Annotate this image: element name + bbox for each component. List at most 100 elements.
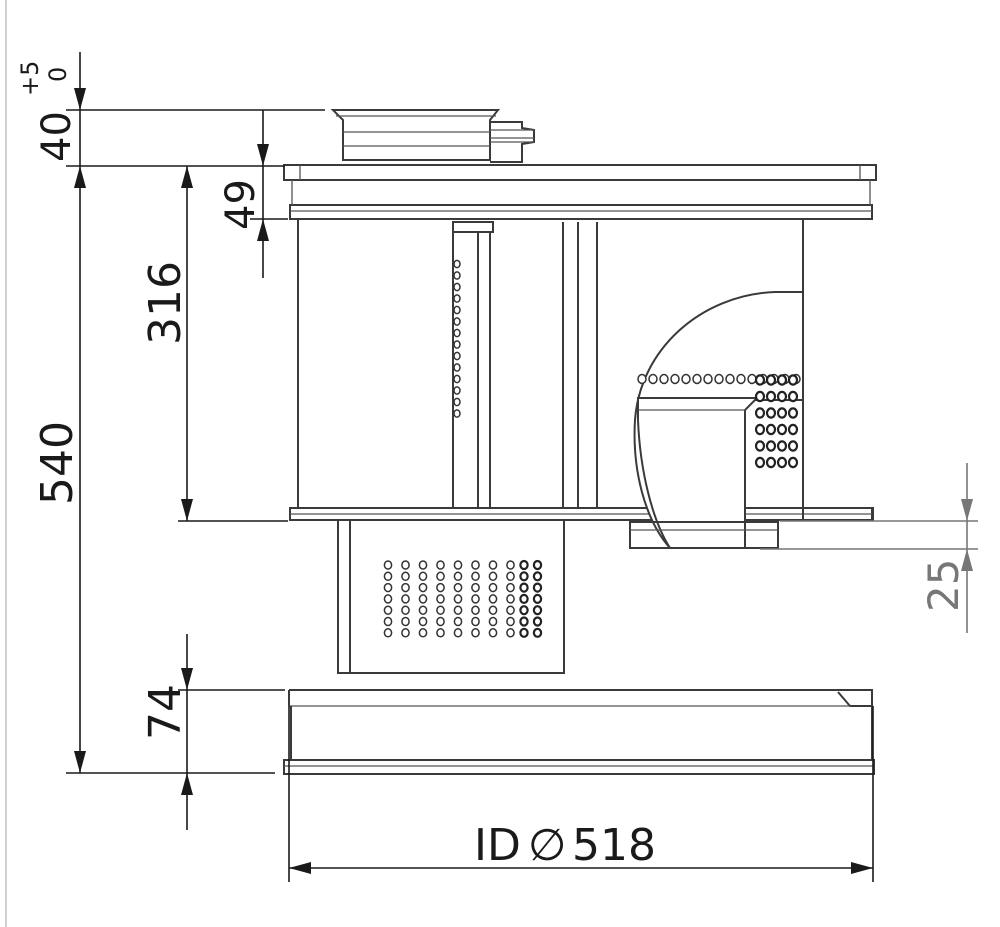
perforation-hole [488,571,498,582]
perforation-hole [532,559,543,571]
perforation-hole [787,374,799,386]
perforation-hole [787,440,799,452]
muffler-body [283,109,877,775]
perforation-hole [765,407,777,419]
perforation-hole [488,628,498,638]
perforation-hole [401,605,410,615]
perforation-hole [418,571,428,582]
perforation-hole [506,605,515,615]
perforation-hole [453,397,461,407]
perforation-hole [401,571,410,582]
top-plate [283,164,877,220]
perforation-hole [453,305,461,315]
perforation-hole [532,627,543,638]
label-tolerance-upper: +5 [16,61,44,96]
perforation-hole [401,560,410,570]
perforation-hole [418,616,428,627]
perforation-hole [383,582,393,593]
perforation-hole [453,328,461,338]
outlet-elbow [629,291,874,549]
perforation-hole [471,560,480,570]
perforation-hole [401,594,410,604]
perforation-holes [383,259,801,638]
perforation-hole [787,423,799,436]
perforation-hole [754,440,766,452]
perforation-hole [471,616,480,627]
perforation-hole [532,593,543,605]
perforation-hole [519,593,529,605]
diameter-symbol-icon: ∅ [528,820,566,871]
perforation-hole [418,582,428,593]
perforation-hole [787,456,799,469]
perforation-hole [401,628,410,638]
label-top-cap: 40 [34,111,80,162]
perforation-hole [436,605,445,615]
perforation-hole [453,628,463,638]
perforation-hole [383,628,393,638]
perforation-hole [776,390,788,403]
perforation-hole [765,374,777,386]
perforation-hole [436,560,445,570]
perforation-hole [401,616,410,627]
perforation-hole [453,317,461,326]
perforation-hole [453,386,461,395]
label-base-height: 74 [140,684,191,740]
perforation-hole [519,582,529,593]
perforation-hole [754,423,766,436]
dimension-lines [66,52,978,882]
label-outlet-drop: 25 [919,559,968,612]
perforation-hole [471,571,480,582]
perforation-hole [383,605,393,615]
perforation-hole [506,594,515,604]
perforation-hole [754,374,766,386]
perforation-hole [453,409,461,418]
perforation-hole [453,351,461,361]
perforation-hole [776,407,788,419]
label-inner-diameter: 518 [572,820,656,871]
perforation-hole [436,582,445,593]
perforation-hole [765,440,777,452]
perforation-hole [506,616,515,627]
perforation-hole [532,616,543,627]
label-flange-offset: 49 [218,179,264,230]
perforation-hole [488,605,498,615]
perforation-hole [436,571,445,582]
perforation-hole [670,373,680,385]
perforation-hole [453,560,463,570]
perforation-hole [519,605,529,616]
lower-perforated-tube [337,519,565,674]
perforation-hole [519,559,529,571]
perforation-hole [488,616,498,627]
perforation-hole [453,582,463,593]
perforation-hole [383,594,393,604]
perforation-hole [776,374,788,386]
label-overall-height: 540 [32,421,83,505]
perforation-hole [471,582,480,593]
perforation-hole [418,560,428,570]
perforation-hole [681,373,691,385]
perforation-hole [532,605,543,616]
perforation-hole [776,423,788,436]
perforation-hole [506,560,515,570]
perforation-hole [453,594,463,604]
perforation-hole [532,582,543,593]
perforation-hole [383,560,393,570]
base-ring [283,689,875,775]
middle-plate [289,507,873,521]
label-inner-diameter-prefix: ID [474,820,521,871]
perforation-hole [453,294,461,303]
perforation-hole [453,363,461,372]
perforation-hole [453,616,463,627]
perforation-hole [736,373,746,385]
perforation-hole [506,582,515,593]
perforation-hole [754,456,766,469]
perforation-hole [776,440,788,452]
perforation-hole [383,571,393,582]
perforation-hole [519,616,529,627]
perforation-hole [506,628,515,638]
inlet-cap [330,109,535,163]
label-tolerance-lower: 0 [44,67,72,82]
perforation-hole [453,282,461,292]
perforation-hole [637,373,647,385]
